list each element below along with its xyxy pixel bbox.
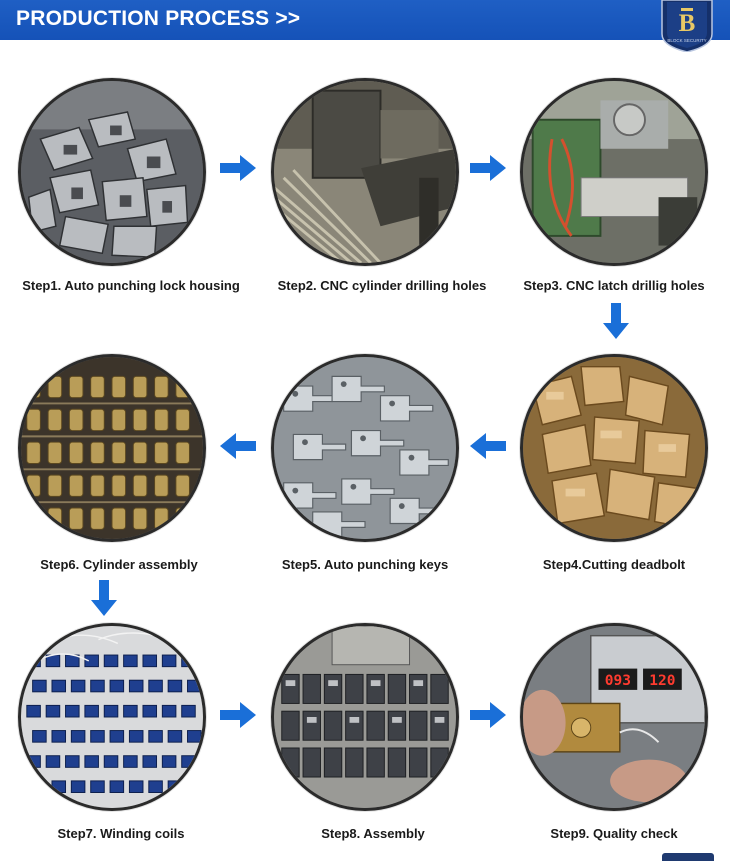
arrow-down-icon: [603, 303, 629, 339]
arrow-left-icon: [470, 433, 506, 459]
step8-caption: Step8. Assembly: [321, 826, 425, 841]
current-readout: 120: [649, 673, 675, 689]
step6-photo: [18, 354, 206, 542]
step1-caption: Step1. Auto punching lock housing: [22, 278, 240, 293]
svg-text:B: B: [679, 10, 696, 37]
step5-photo: [271, 354, 459, 542]
arrow-right-icon: [220, 155, 256, 181]
arrow-right-icon: [470, 702, 506, 728]
arrow-right-icon: [470, 155, 506, 181]
svg-text:BLOCK SECURITY: BLOCK SECURITY: [667, 38, 706, 43]
step9-photo: 093 120: [520, 623, 708, 811]
footer-tab: [662, 853, 714, 861]
brand-logo: B BLOCK SECURITY: [659, 0, 715, 53]
arrow-down-icon: [91, 580, 117, 616]
step1-photo: [18, 78, 206, 266]
section-title: PRODUCTION PROCESS >>: [16, 7, 301, 30]
step3-caption: Step3. CNC latch drillig holes: [523, 278, 705, 293]
step2-photo: [271, 78, 459, 266]
arrow-left-icon: [220, 433, 256, 459]
step8-photo: [271, 623, 459, 811]
step9-caption: Step9. Quality check: [550, 826, 678, 841]
step4-photo: [520, 354, 708, 542]
step3-photo: [520, 78, 708, 266]
step5-caption: Step5. Auto punching keys: [281, 557, 449, 572]
step7-photo: [18, 623, 206, 811]
step6-caption: Step6. Cylinder assembly: [40, 557, 198, 572]
section-header: PRODUCTION PROCESS >>: [0, 0, 730, 40]
step2-caption: Step2. CNC cylinder drilling holes: [277, 278, 487, 293]
voltage-readout: 093: [605, 673, 631, 689]
arrow-right-icon: [220, 702, 256, 728]
step7-caption: Step7. Winding coils: [57, 826, 185, 841]
step4-caption: Step4.Cutting deadbolt: [542, 557, 686, 572]
